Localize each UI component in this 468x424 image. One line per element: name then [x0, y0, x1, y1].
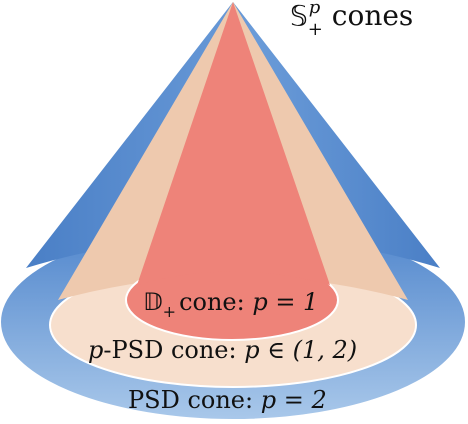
diagonal-cone-symbol: 𝔻 — [143, 288, 163, 316]
title-subscript: + — [307, 19, 323, 40]
diagonal-cone-equation: p = 1 — [252, 288, 318, 316]
ppsd-cone-prefix: p — [88, 336, 103, 364]
title-symbol: 𝕊 — [290, 0, 308, 32]
psd-cone-equation: p = 2 — [261, 386, 327, 414]
ppsd-cone-label: p-PSD cone: p ∈ (1, 2) — [88, 336, 357, 364]
diagonal-cone-body — [137, 2, 330, 285]
title-superscript: p — [308, 0, 321, 18]
ppsd-cone-equation: p ∈ (1, 2) — [244, 336, 357, 364]
psd-cone-label: PSD cone: p = 2 — [128, 386, 327, 414]
psd-cone-text: PSD cone: — [128, 386, 261, 414]
title-word: cones — [331, 0, 414, 32]
diagonal-cone-text: cone: — [179, 288, 252, 316]
diagonal-cone-subscript: + — [163, 302, 176, 321]
ppsd-cone-text: -PSD cone: — [103, 336, 244, 364]
diagonal-cone-label: 𝔻+cone: p = 1 — [143, 288, 318, 321]
title-scripts: p+ — [308, 0, 326, 39]
